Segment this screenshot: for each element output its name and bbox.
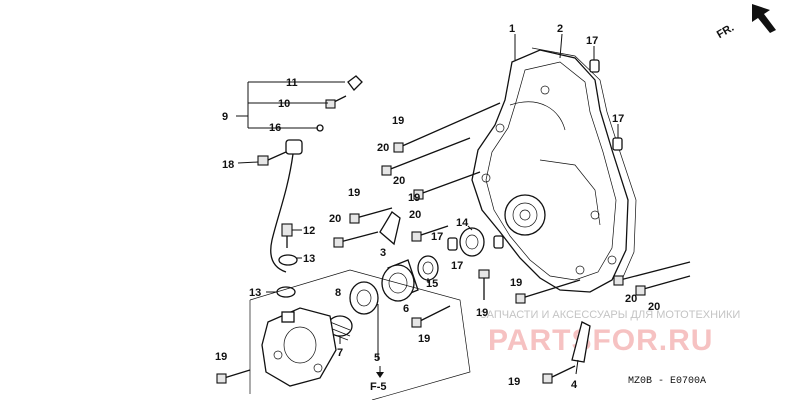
- leader-lines: [237, 33, 619, 375]
- slave-cylinder-body: [261, 307, 337, 387]
- callout-19: 19: [476, 307, 488, 319]
- callout-10: 10: [278, 98, 290, 110]
- callout-20: 20: [393, 175, 405, 187]
- callout-17: 17: [586, 35, 598, 47]
- watermark-brand: PARTSFOR.RU: [488, 324, 713, 357]
- dowel-pin: [612, 137, 623, 151]
- clutch-pipe: [257, 75, 363, 273]
- oil-seal: [459, 227, 485, 257]
- bolt-group-right: [411, 261, 691, 384]
- callout-17: 17: [612, 113, 624, 125]
- callout-4: 4: [571, 379, 578, 391]
- o-ring: [349, 281, 379, 315]
- callout-20: 20: [409, 209, 421, 221]
- callout-9: 9: [222, 111, 228, 123]
- dowel-pin: [589, 59, 600, 73]
- bearing: [417, 255, 439, 281]
- bolt-lower-left: [216, 369, 251, 384]
- callout-19: 19: [392, 115, 404, 127]
- callout-7: 7: [337, 347, 343, 359]
- callout-14: 14: [456, 217, 469, 229]
- callout-16: 16: [269, 122, 281, 134]
- crankcase-cover: [471, 49, 629, 293]
- reference-f5: F-5: [370, 366, 387, 393]
- callout-20: 20: [329, 213, 341, 225]
- dowel-pin: [447, 237, 458, 251]
- callout-17: 17: [451, 260, 463, 272]
- fr-label: FR.: [715, 22, 736, 41]
- bolt-group-upper: [333, 102, 501, 248]
- sealing-washer: [278, 254, 298, 266]
- drawing-code: MZ0B - E0700A: [628, 376, 706, 387]
- callout-19: 19: [348, 187, 360, 199]
- callout-5: 5: [374, 352, 380, 364]
- callout-18: 18: [222, 159, 234, 171]
- bracket: [379, 211, 401, 246]
- front-direction-arrow: FR.: [715, 4, 776, 41]
- callout-19: 19: [418, 333, 430, 345]
- callout-19: 19: [510, 277, 522, 289]
- cover-gasket: [531, 47, 637, 285]
- callout-8: 8: [335, 287, 341, 299]
- callout-3: 3: [380, 247, 386, 259]
- assembly-frame: [249, 269, 471, 400]
- callout-19: 19: [408, 192, 420, 204]
- callout-12: 12: [303, 225, 315, 237]
- callout-19: 19: [215, 351, 227, 363]
- callout-20: 20: [377, 142, 389, 154]
- callout-bracket-9: [236, 81, 345, 129]
- arrow-icon: [752, 4, 776, 33]
- callout-11: 11: [286, 77, 298, 89]
- callout-13: 13: [249, 287, 261, 299]
- callout-17: 17: [431, 231, 443, 243]
- callout-20: 20: [625, 293, 637, 305]
- callout-19: 19: [508, 376, 520, 388]
- stay-bracket: [571, 321, 591, 363]
- callout-20: 20: [648, 301, 660, 313]
- callout-15: 15: [426, 278, 438, 290]
- callout-1: 1: [509, 23, 515, 35]
- callout-2: 2: [557, 23, 563, 35]
- callout-6: 6: [403, 303, 409, 315]
- callout-13: 13: [303, 253, 315, 265]
- reference-label: F-5: [370, 381, 387, 393]
- sealing-washer: [276, 286, 296, 298]
- watermark-tagline: ЗАПЧАСТИ И АКСЕССУАРЫ ДЛЯ МОТОТЕХНИКИ: [480, 309, 740, 321]
- dowel-pin: [493, 235, 504, 249]
